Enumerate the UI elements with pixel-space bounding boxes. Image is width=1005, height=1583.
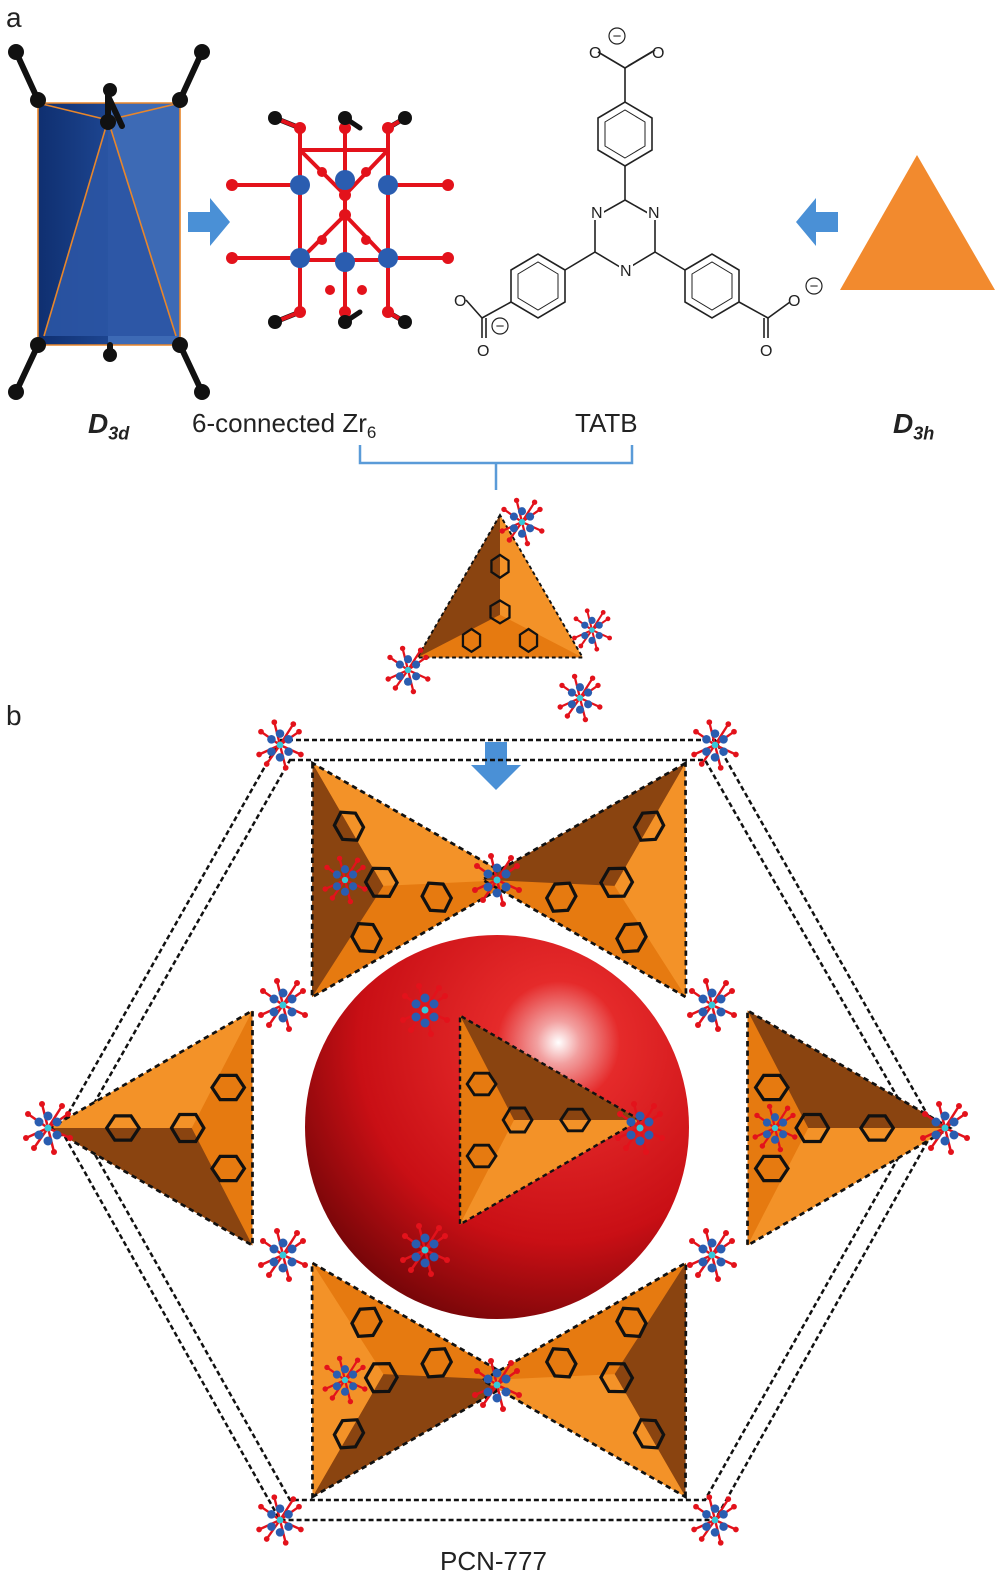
d3h-triangle xyxy=(840,155,995,290)
pcn-777-framework xyxy=(21,702,972,1558)
arrow-down-icon xyxy=(471,742,521,790)
svg-text:O: O xyxy=(788,293,800,310)
svg-text:N: N xyxy=(648,205,660,222)
tatb-molecule xyxy=(465,49,791,338)
d3d-prism xyxy=(8,44,210,400)
svg-text:O: O xyxy=(589,45,601,62)
arrow-left-icon xyxy=(796,198,838,246)
single-tetrahedral-cage xyxy=(384,496,614,724)
svg-text:−: − xyxy=(810,278,819,295)
svg-text:N: N xyxy=(591,205,603,222)
svg-text:O: O xyxy=(477,343,489,360)
label-d3h: D3h xyxy=(893,408,935,444)
panel-label-a: a xyxy=(6,2,22,33)
svg-text:−: − xyxy=(496,318,505,335)
svg-text:O: O xyxy=(760,343,772,360)
svg-text:−: − xyxy=(613,28,622,45)
arrow-right-icon xyxy=(188,198,230,246)
label-d3d: D3d xyxy=(88,408,130,444)
bracket xyxy=(358,445,634,490)
tatb-atom-labels: N N N O O O O O O − − − xyxy=(454,27,823,360)
svg-text:O: O xyxy=(454,293,466,310)
svg-text:O: O xyxy=(652,45,664,62)
label-tatb: TATB xyxy=(575,408,638,438)
label-zr6: 6-connected Zr6 xyxy=(192,408,377,443)
panel-label-b: b xyxy=(6,700,22,731)
zr6-cluster xyxy=(226,111,454,329)
svg-text:N: N xyxy=(620,263,632,280)
label-pcn-777: PCN-777 xyxy=(440,1546,547,1576)
